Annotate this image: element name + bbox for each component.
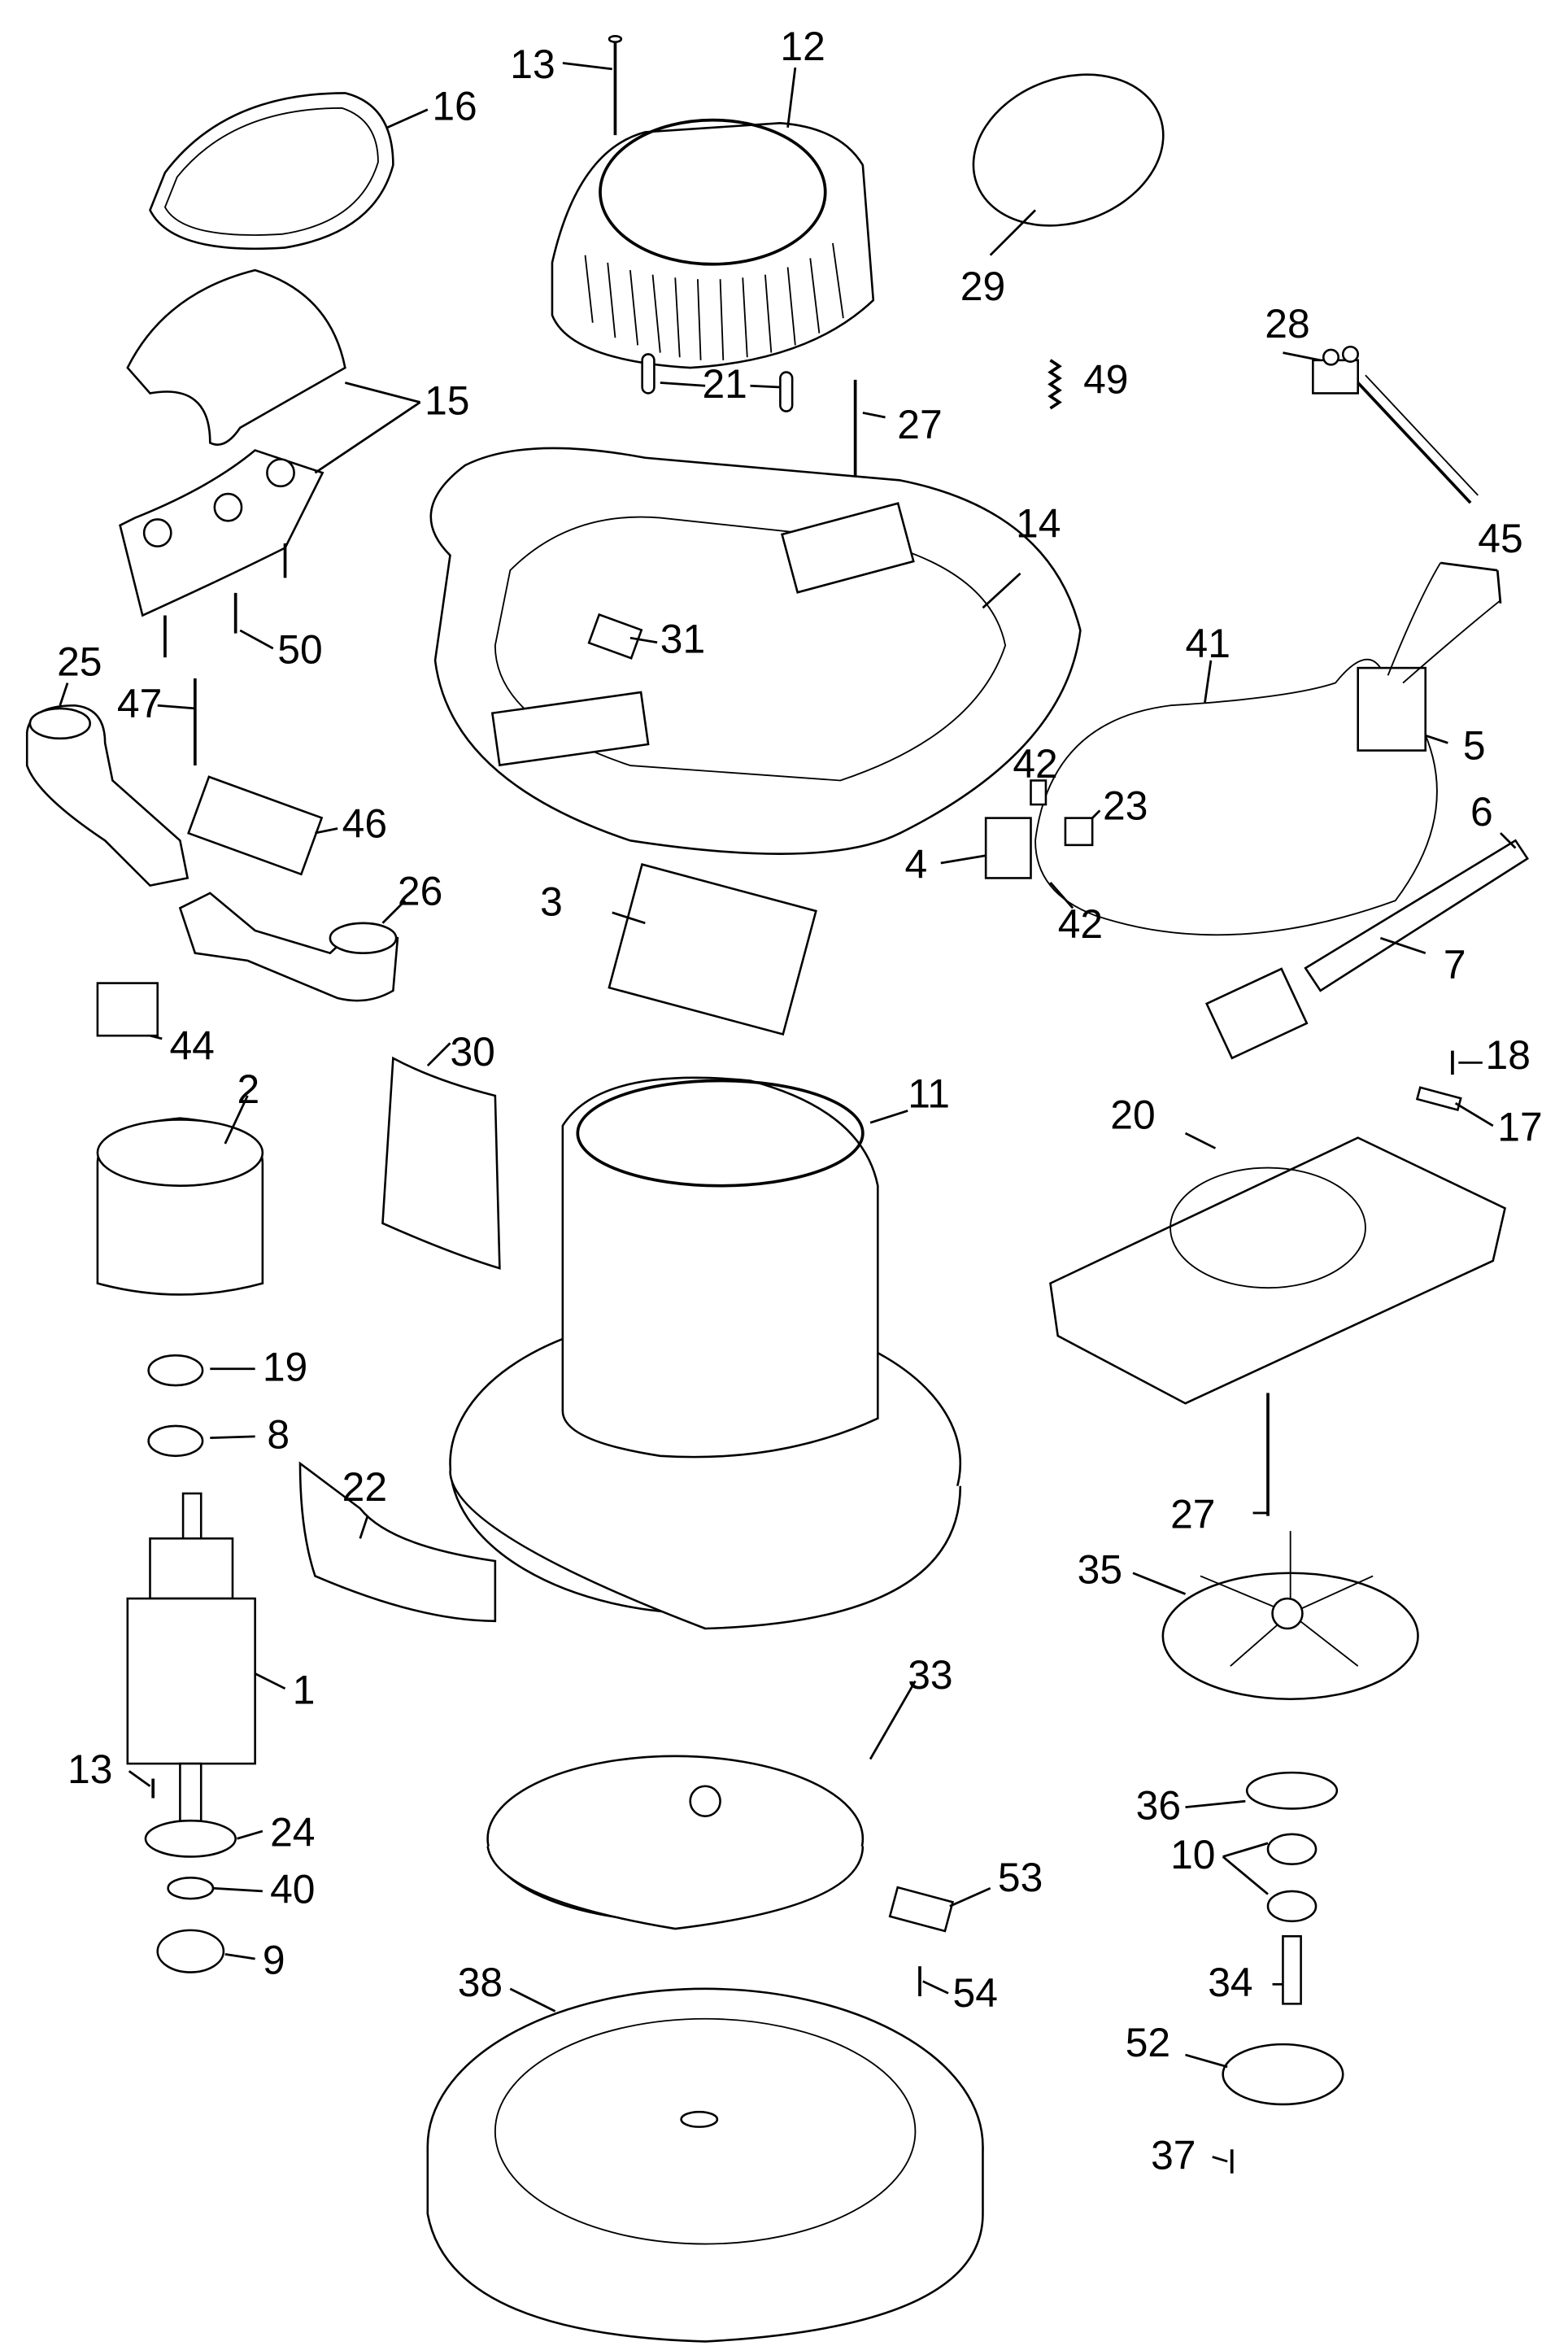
label-6: 6 (1470, 789, 1493, 835)
part-35-fan (1161, 1531, 1419, 1701)
label-3: 3 (540, 879, 563, 925)
label-40: 40 (270, 1867, 315, 1912)
part-9-bearing (156, 1929, 225, 1973)
part-11-motor-housing (449, 1076, 962, 1630)
part-25-brush-holder (25, 704, 189, 887)
label-49: 49 (1083, 356, 1128, 402)
part-2-field-stator (96, 1117, 264, 1296)
label-38: 38 (458, 1960, 503, 2005)
part-53-terminal (888, 1886, 955, 1933)
part-7-power-cord (1204, 839, 1529, 1060)
label-16: 16 (432, 84, 477, 129)
label-13: 13 (510, 41, 555, 87)
part-38-base-plate (426, 1987, 984, 2343)
part-40-clip-ring (167, 1877, 215, 1900)
label-45: 45 (1478, 516, 1522, 561)
label-26: 26 (398, 869, 442, 914)
part-labels: 13 12 16 29 28 21 49 27 15 14 45 31 41 5… (57, 24, 1543, 2178)
part-3-switch-bracket (608, 863, 817, 1036)
part-16-gasket-ring (149, 92, 394, 251)
part-24-bearing-retainer (144, 1819, 237, 1858)
part-28-terminal-block (1312, 345, 1479, 504)
part-17-brush-spring (1415, 1086, 1462, 1112)
part-21-pins (641, 353, 794, 412)
label-12: 12 (780, 24, 825, 69)
label-41: 41 (1186, 621, 1230, 666)
label-33: 33 (908, 1652, 952, 1698)
part-8-bearing (147, 1424, 204, 1458)
part-10-bearing-upper (1266, 1833, 1318, 1865)
part-5-capacitor (1357, 666, 1427, 752)
label-2: 2 (237, 1066, 260, 1112)
label-44: 44 (169, 1023, 214, 1069)
label-23: 23 (1103, 783, 1148, 828)
part-49-spring (1048, 359, 1062, 410)
label-47: 47 (117, 681, 162, 726)
label-46: 46 (342, 801, 387, 847)
label-31: 31 (660, 617, 705, 662)
label-8: 8 (267, 1412, 290, 1458)
part-20-brush-plate (1049, 1136, 1506, 1405)
label-29: 29 (960, 264, 1005, 309)
part-30-label-sheet (381, 1056, 501, 1270)
label-22: 22 (342, 1464, 387, 1510)
label-18: 18 (1486, 1032, 1531, 1078)
part-12-vent-cap (551, 118, 875, 369)
label-24: 24 (270, 1810, 315, 1855)
label-19: 19 (263, 1345, 307, 1390)
label-1: 1 (293, 1667, 316, 1712)
part-42-terminals (1030, 779, 1048, 806)
label-15: 15 (425, 377, 469, 423)
part-10-bearing-lower (1266, 1890, 1318, 1923)
label-42: 42 (1058, 901, 1103, 947)
part-14-handle-frame (429, 447, 1082, 855)
label-14: 14 (1016, 501, 1061, 547)
part-44-clip (96, 982, 159, 1037)
part-26-brush-holder (178, 892, 399, 1002)
label-53: 53 (998, 1855, 1043, 1900)
label-17: 17 (1497, 1104, 1542, 1149)
label-25: 25 (57, 639, 102, 684)
label-35: 35 (1078, 1547, 1122, 1593)
part-15-handle-grip (119, 268, 346, 617)
part-1-armature (126, 1492, 256, 1825)
part-45-wire-lugs (1387, 562, 1501, 684)
label-7: 7 (1444, 942, 1466, 988)
label-30: 30 (450, 1029, 494, 1075)
part-52-washer-plate (1222, 2043, 1344, 2106)
part-13-long-screw (608, 34, 623, 136)
label-28: 28 (1265, 301, 1309, 347)
label-52: 52 (1126, 2020, 1170, 2065)
label-4: 4 (905, 841, 928, 887)
part-22-insulation-sheet (298, 1461, 497, 1623)
label-20: 20 (1110, 1092, 1155, 1138)
part-4-switch (984, 817, 1032, 879)
part-46-bracket (187, 775, 324, 876)
part-19-insulator (147, 1354, 204, 1387)
label-36: 36 (1136, 1782, 1181, 1828)
label-5: 5 (1463, 723, 1486, 769)
label-9: 9 (263, 1937, 285, 1982)
part-29-filter-disc (972, 73, 1165, 227)
label-27: 27 (1170, 1491, 1215, 1537)
label-13: 13 (68, 1746, 112, 1792)
label-37: 37 (1151, 2132, 1196, 2178)
part-36-bearing-plate (1245, 1771, 1339, 1810)
label-50: 50 (277, 627, 322, 673)
label-27: 27 (897, 402, 942, 447)
label-10: 10 (1170, 1832, 1215, 1877)
label-21: 21 (702, 361, 747, 407)
label-42: 42 (1013, 741, 1057, 787)
label-54: 54 (953, 1970, 998, 2016)
label-34: 34 (1208, 1960, 1252, 2005)
part-31-label (587, 613, 643, 660)
part-23-switch-button (1064, 817, 1094, 847)
part-33-fan-housing (486, 1755, 865, 1930)
label-11: 11 (908, 1071, 950, 1117)
leader-lines (59, 62, 1517, 2163)
part-34-shaft (1282, 1934, 1302, 2005)
part-50-screws (163, 543, 287, 658)
